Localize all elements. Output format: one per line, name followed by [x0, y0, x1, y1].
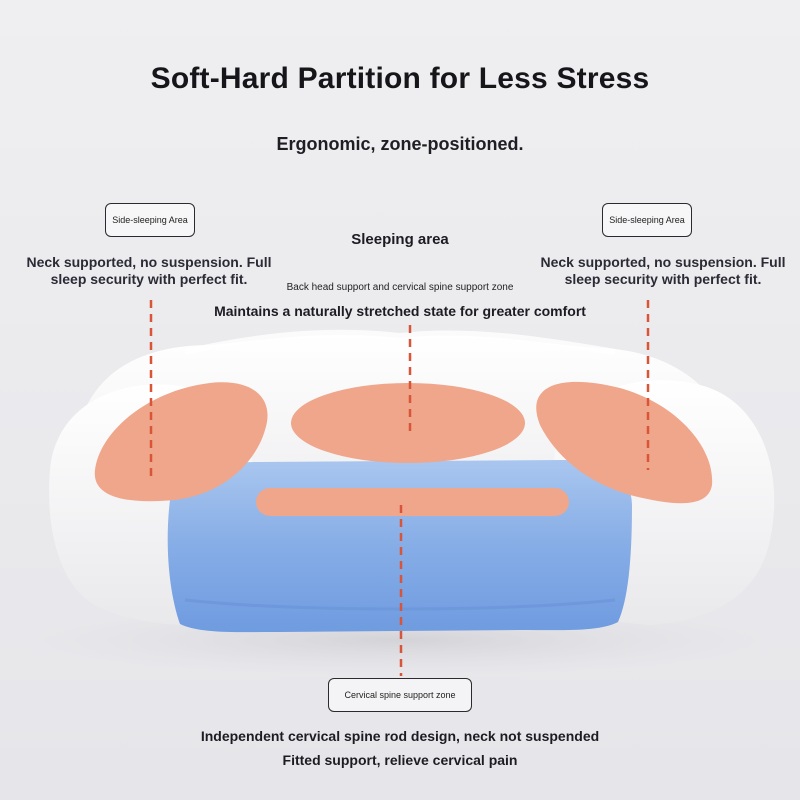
left-zone-tag: Side-sleeping Area: [105, 203, 195, 237]
center-zone-subheading: Back head support and cervical spine sup…: [286, 282, 514, 293]
left-zone-text: Neck supported, no suspension. Full slee…: [26, 254, 272, 287]
right-zone-text: Neck supported, no suspension. Full slee…: [540, 254, 786, 287]
page-title: Soft-Hard Partition for Less Stress: [150, 62, 650, 95]
right-side-sleeping-zone: [536, 381, 713, 504]
right-zone-tag: Side-sleeping Area: [602, 203, 692, 237]
center-sleeping-zone: [291, 383, 525, 463]
center-zone-description: Maintains a naturally stretched state fo…: [214, 303, 586, 319]
pillow-ridge: [184, 329, 616, 355]
bottom-zone-line-2: Fitted support, relieve cervical pain: [282, 752, 518, 768]
left-side-sleeping-zone: [94, 382, 268, 502]
page-subtitle: Ergonomic, zone-positioned.: [276, 134, 524, 154]
center-zone-heading: Sleeping area: [351, 231, 449, 248]
bottom-zone-tag: Cervical spine support zone: [328, 678, 472, 712]
bottom-zone-line-1: Independent cervical spine rod design, n…: [200, 728, 600, 744]
cervical-spine-zone: [256, 488, 569, 516]
